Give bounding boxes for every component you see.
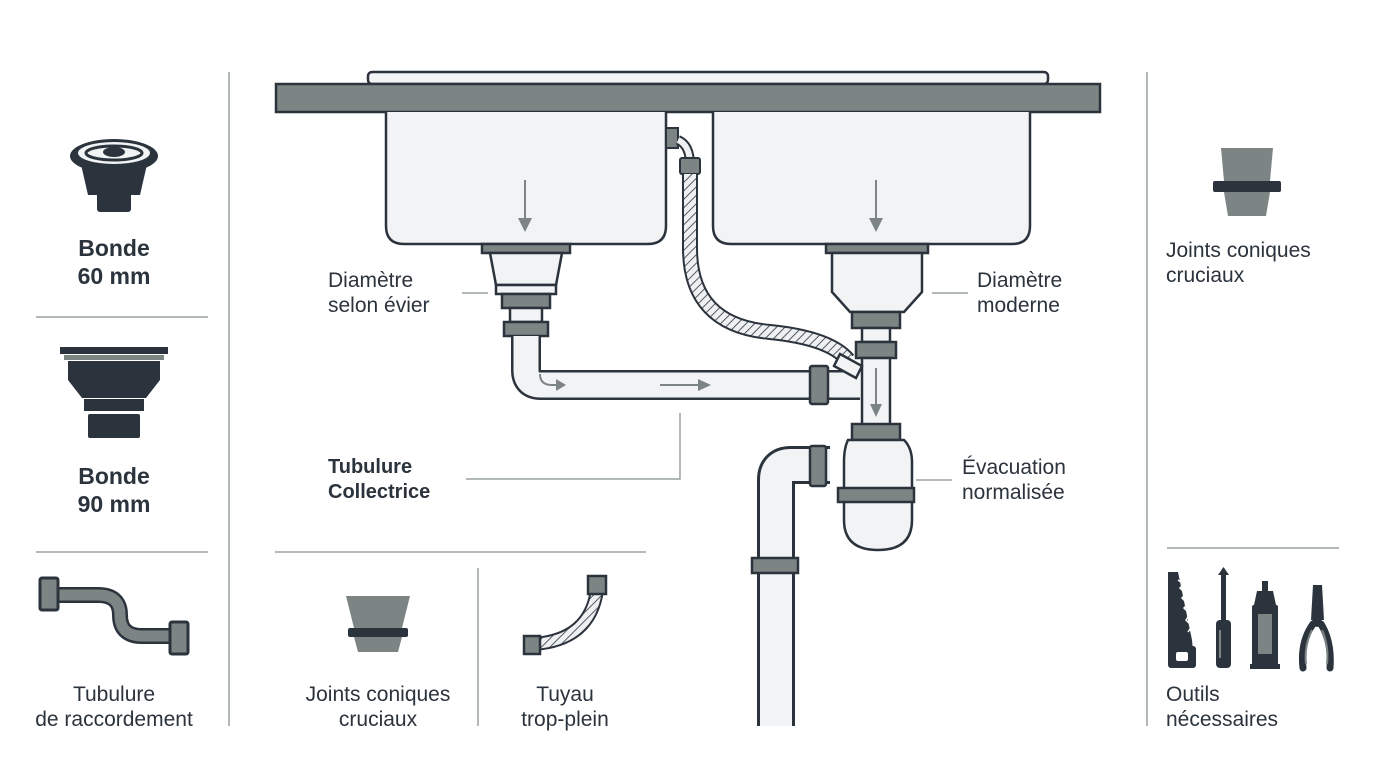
- screwdriver-icon: [1216, 567, 1231, 668]
- bonde-90-icon: [60, 347, 168, 438]
- joint-conique-icon-right: [1213, 148, 1281, 216]
- outils-label: Outils nécessaires: [1166, 683, 1279, 731]
- joints-coniques-label-right: Joints coniques cruciaux: [1166, 239, 1311, 287]
- tuyau-trop-plein-icon: [522, 574, 608, 656]
- tubulure-raccordement-label: Tubulure de raccordement: [35, 683, 193, 731]
- joints-coniques-label-bottom: Joints coniques cruciaux: [305, 683, 451, 731]
- tuyau-trop-plein-label: Tuyau trop-plein: [521, 683, 609, 731]
- flow-arrows-collector: [539, 368, 882, 417]
- diametre-moderne-label: Diamètre moderne: [977, 269, 1063, 317]
- pliers-icon: [1299, 585, 1334, 672]
- saw-icon: [1168, 572, 1196, 668]
- countertop: [274, 70, 1102, 114]
- bonde-60-label: Bonde 60 mm: [77, 235, 151, 289]
- sealant-tube-icon: [1250, 581, 1280, 669]
- collector-pipe: [511, 336, 864, 406]
- bonde-90-label: Bonde 90 mm: [77, 463, 151, 517]
- bonde-60-icon: [70, 139, 158, 212]
- outlet-pipe: [750, 444, 830, 726]
- tubulure-collectrice-label: Tubulure Collectrice: [328, 456, 431, 503]
- overflow-hose: [665, 127, 855, 366]
- siphon-trap: [836, 438, 916, 552]
- left-drain-assembly: [480, 242, 572, 338]
- tubulure-raccordement-icon: [38, 576, 190, 656]
- panel-dividers: [36, 72, 1339, 726]
- evacuation-label: Évacuation normalisée: [962, 456, 1066, 504]
- joint-conique-icon-bottom: [346, 596, 410, 652]
- leader-lines: [462, 292, 968, 481]
- diametre-evier-label: Diamètre selon évier: [328, 269, 430, 317]
- flow-arrows-basins: [518, 180, 883, 232]
- right-basin: [711, 112, 1032, 246]
